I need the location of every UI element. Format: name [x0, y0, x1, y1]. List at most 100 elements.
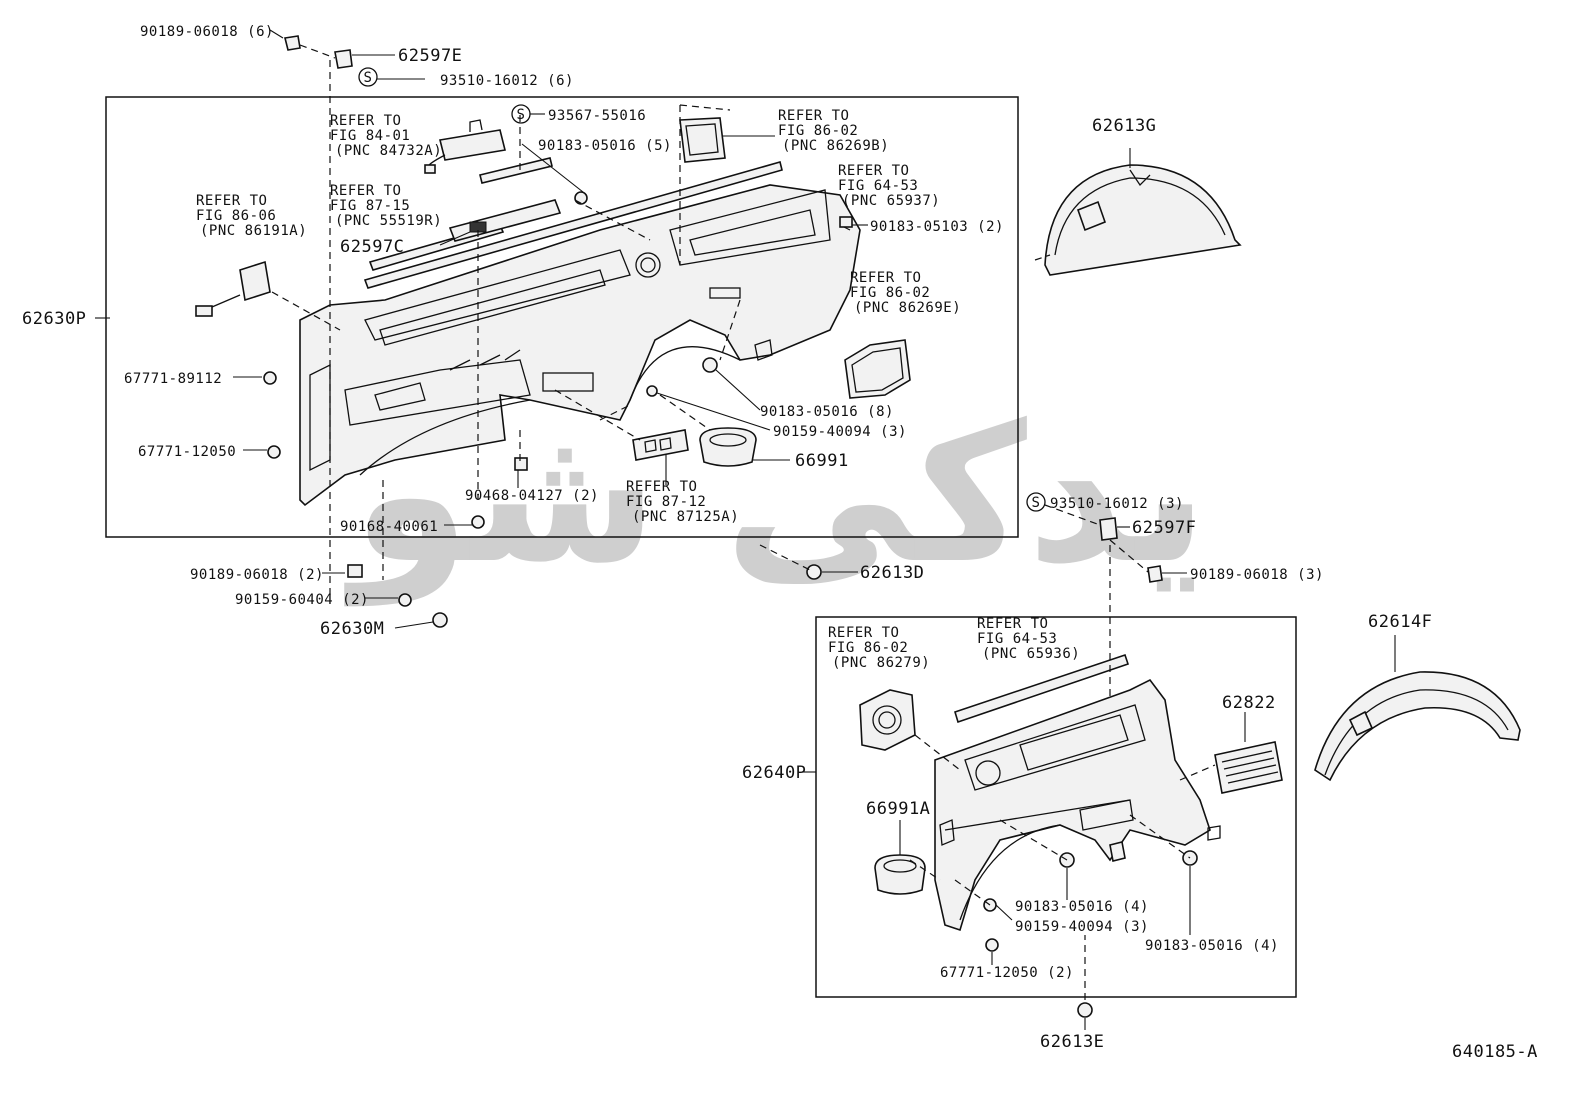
svg-text:FIG 64-53: FIG 64-53	[838, 178, 918, 194]
speaker-grille-86269e[interactable]	[844, 339, 911, 399]
svg-text:S: S	[517, 107, 526, 123]
label-90468-04127-2: 90468-04127 (2)	[465, 488, 599, 504]
refer-64-53-a: REFER TO FIG 64-53 (PNC 65937)	[838, 163, 940, 209]
clip-67771-89112[interactable]	[263, 371, 277, 385]
refer-86-02-c: REFER TO FIG 86-02 (PNC 86279)	[828, 625, 930, 671]
nut-90183-05016-upper[interactable]	[574, 191, 588, 205]
clip-67771-12050[interactable]	[267, 445, 281, 459]
cap-62630m[interactable]	[432, 612, 448, 628]
label-62613d: 62613D	[860, 563, 924, 583]
clip-90189-06018-3[interactable]	[1147, 565, 1163, 583]
label-90189-06018-6: 90189-06018 (6)	[140, 24, 274, 40]
label-90168-40061: 90168-40061	[340, 519, 438, 535]
label-67771-12050: 67771-12050	[138, 444, 236, 460]
bracket-86191a[interactable]	[195, 260, 271, 317]
label-62613e: 62613E	[1040, 1032, 1104, 1052]
s-marker-93567: S	[511, 104, 531, 124]
svg-text:(PNC 87125A): (PNC 87125A)	[632, 509, 739, 525]
svg-text:(PNC 84732A): (PNC 84732A)	[335, 143, 442, 159]
label-62640p: 62640P	[742, 763, 806, 783]
switch-87125a[interactable]	[632, 429, 689, 461]
label-90183-05016-8: 90183-05016 (8)	[760, 404, 894, 420]
refer-64-53-b: REFER TO FIG 64-53 (PNC 65936)	[977, 616, 1080, 662]
refer-87-15: REFER TO FIG 87-15 (PNC 55519R)	[330, 183, 442, 229]
refer-notes: REFER TO FIG 84-01 (PNC 84732A) REFER TO…	[196, 108, 1080, 671]
refer-86-02-b: REFER TO FIG 86-02 (PNC 86269B)	[778, 108, 889, 154]
clip-90189-06018-2[interactable]	[347, 564, 363, 578]
clip-67771-12050-lower[interactable]	[985, 938, 999, 952]
svg-text:S: S	[364, 70, 373, 86]
svg-text:FIG 64-53: FIG 64-53	[977, 631, 1057, 647]
clip-90183-05103[interactable]	[839, 216, 853, 228]
clip-62613d[interactable]	[806, 564, 822, 580]
s-marker-93510-6: S	[358, 67, 378, 87]
wheel-house-62614f[interactable]	[1314, 671, 1521, 782]
lower-assembly-frame	[815, 616, 1297, 998]
cup-holder-66991a[interactable]	[874, 854, 926, 895]
bracket-62597f[interactable]	[1099, 517, 1118, 541]
wheel-house-cover-62613g[interactable]	[1044, 164, 1242, 276]
label-90159-60404-2: 90159-60404 (2)	[235, 592, 369, 608]
screw-90159-40094-lower[interactable]	[983, 898, 997, 912]
label-90183-05103-2: 90183-05103 (2)	[870, 219, 1004, 235]
figure-code: 640185-A	[1452, 1042, 1538, 1062]
label-90189-06018-3: 90189-06018 (3)	[1190, 567, 1324, 583]
svg-text:REFER TO: REFER TO	[828, 625, 899, 641]
clip-90189-06018-top[interactable]	[284, 35, 301, 51]
lamp-assembly-84732a[interactable]	[424, 119, 553, 184]
part-labels: 90189-06018 (6) 62597E 93510-16012 (6) 9…	[22, 24, 1538, 1062]
svg-text:REFER TO: REFER TO	[778, 108, 849, 124]
upper-moulding-strip	[363, 161, 783, 289]
label-66991a: 66991A	[866, 799, 930, 819]
refer-86-02-e: REFER TO FIG 86-02 (PNC 86269E)	[850, 270, 961, 316]
svg-text:REFER TO: REFER TO	[850, 270, 921, 286]
svg-text:REFER TO: REFER TO	[330, 113, 401, 129]
label-67771-89112: 67771-89112	[124, 371, 222, 387]
screw-90159-40094-upper[interactable]	[646, 385, 658, 397]
assembly-lines	[271, 44, 1216, 1000]
quarter-trim-panel-62630p[interactable]	[299, 184, 861, 507]
svg-text:(PNC 86269B): (PNC 86269B)	[782, 138, 889, 154]
quarter-trim-panel-62640p[interactable]	[934, 678, 1221, 932]
vent-62822[interactable]	[1214, 741, 1283, 794]
clip-62613e[interactable]	[1077, 1002, 1093, 1018]
label-90183-05016-4-b: 90183-05016 (4)	[1145, 938, 1279, 954]
label-62630p: 62630P	[22, 309, 86, 329]
upper-assembly-frame	[105, 96, 1019, 538]
label-62822: 62822	[1222, 693, 1276, 713]
svg-text:REFER TO: REFER TO	[196, 193, 267, 209]
svg-text:S: S	[1032, 495, 1041, 511]
label-66991: 66991	[795, 451, 849, 471]
svg-text:FIG 86-02: FIG 86-02	[828, 640, 908, 656]
label-62630m: 62630M	[320, 619, 384, 639]
label-90159-40094-3-upper: 90159-40094 (3)	[773, 424, 907, 440]
speaker-grille-86269b[interactable]	[679, 117, 726, 163]
speaker-grille-86279[interactable]	[859, 689, 916, 751]
nut-90183-05016-8[interactable]	[702, 357, 718, 373]
label-62597e: 62597E	[398, 46, 462, 66]
svg-text:REFER TO: REFER TO	[838, 163, 909, 179]
svg-text:REFER TO: REFER TO	[977, 616, 1048, 632]
bracket-62597e[interactable]	[334, 49, 353, 69]
refer-84-01: REFER TO FIG 84-01 (PNC 84732A)	[330, 113, 442, 159]
svg-text:FIG 87-15: FIG 87-15	[330, 198, 410, 214]
label-62614f: 62614F	[1368, 612, 1432, 632]
svg-text:FIG 84-01: FIG 84-01	[330, 128, 410, 144]
lower-moulding-strip	[954, 653, 1130, 724]
svg-text:FIG 86-02: FIG 86-02	[850, 285, 930, 301]
svg-text:FIG 86-02: FIG 86-02	[778, 123, 858, 139]
label-90159-40094-3-lower: 90159-40094 (3)	[1015, 919, 1149, 935]
screw-90159-60404[interactable]	[398, 593, 412, 607]
label-90183-05016-5: 90183-05016 (5)	[538, 138, 672, 154]
clip-90468-04127[interactable]	[514, 457, 528, 471]
screw-90168-40061[interactable]	[471, 515, 485, 529]
label-62597c: 62597C	[340, 237, 404, 257]
label-93567-55016: 93567-55016	[548, 108, 646, 124]
cup-holder-66991[interactable]	[699, 427, 757, 467]
label-93510-16012-6: 93510-16012 (6)	[440, 73, 574, 89]
svg-text:REFER TO: REFER TO	[626, 479, 697, 495]
svg-text:(PNC 55519R): (PNC 55519R)	[335, 213, 442, 229]
svg-text:(PNC 65937): (PNC 65937)	[842, 193, 940, 209]
label-62597f: 62597F	[1132, 518, 1196, 538]
